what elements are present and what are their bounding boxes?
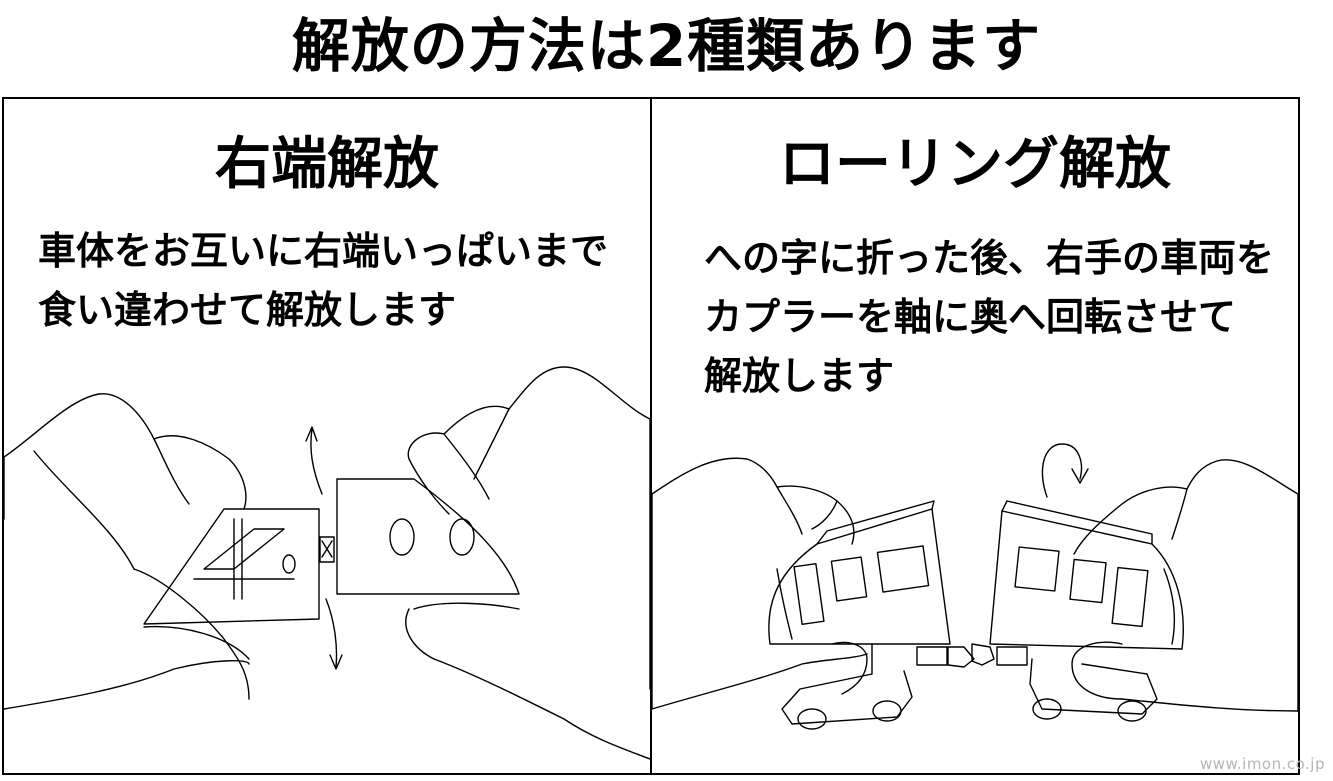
up-arrow-icon: [305, 426, 323, 495]
left-car-drawing: [143, 508, 320, 625]
coupler-drawing: [947, 643, 995, 668]
left-car-drawing: [768, 500, 951, 730]
rotation-arrow-icon: [1041, 443, 1089, 498]
watermark: www.imon.co.jp: [1199, 755, 1325, 773]
right-end-release-illustration: [4, 366, 650, 760]
rolling-release-description: への字に折った後、右手の車両を カプラーを軸に奥へ回転させて 解放します: [704, 236, 1275, 398]
rolling-release-illustration: [652, 443, 1298, 730]
left-hand-drawing: [652, 457, 868, 710]
right-car-drawing: [336, 478, 520, 595]
rolling-release-panel: ローリング解放 への字に折った後、右手の車両を カプラーを軸に奥へ回転させて 解…: [650, 97, 1300, 775]
right-hand-drawing: [405, 366, 650, 760]
coupler-drawing: [319, 536, 335, 563]
down-arrow-icon: [325, 598, 343, 670]
right-end-release-title: 右端解放: [215, 132, 439, 197]
right-hand-drawing: [1071, 459, 1298, 712]
left-hand-drawing: [4, 393, 250, 710]
right-end-release-description: 車体をお互いに右端いっぱいまで 食い違わせて解放します: [38, 229, 609, 332]
right-end-release-panel: 右端解放 車体をお互いに右端いっぱいまで 食い違わせて解放します: [2, 97, 652, 775]
right-car-drawing: [989, 500, 1184, 722]
page-title: 解放の方法は2種類あります: [291, 12, 1042, 80]
rolling-release-title: ローリング解放: [779, 132, 1171, 197]
